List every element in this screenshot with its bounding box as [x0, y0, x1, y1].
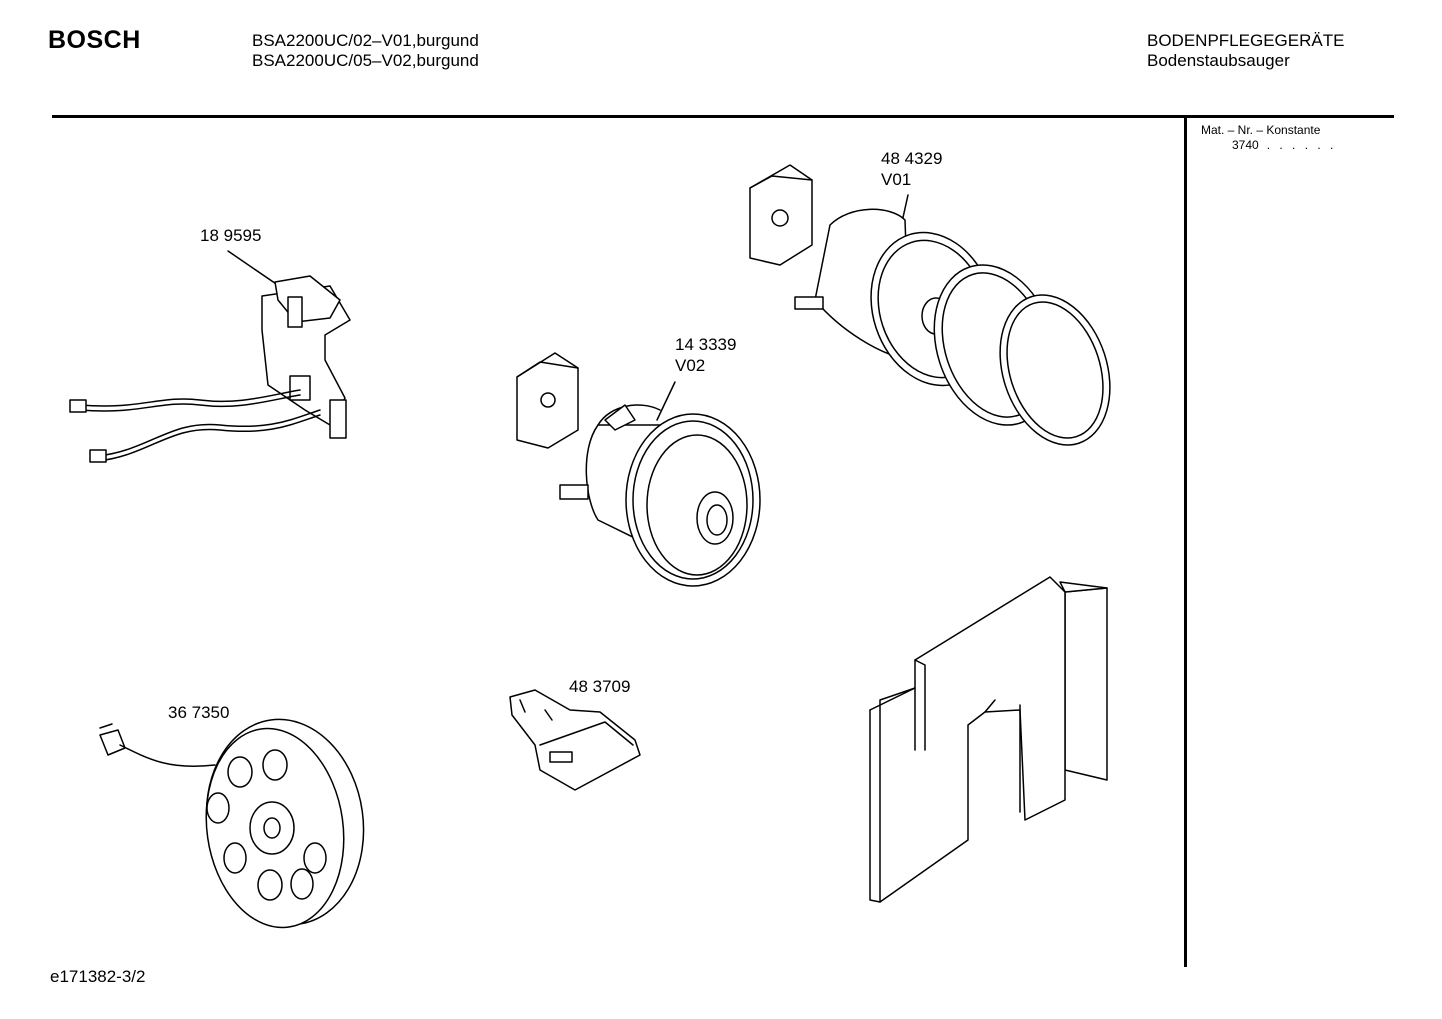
- callout-36-7350: 36 7350: [168, 703, 229, 722]
- part-number-label: 18 9595: [200, 226, 261, 245]
- part-bracket[interactable]: [509, 689, 641, 791]
- part-number-label: 36 7350: [168, 703, 229, 722]
- part-number-label: 14 3339: [675, 335, 736, 354]
- part-motor-v02[interactable]: [516, 352, 761, 587]
- callout-48-4329: 48 4329 V01: [881, 149, 942, 189]
- category-block: BODENPFLEGEGERÄTE Bodenstaubsauger: [1147, 31, 1344, 71]
- mat-number-label: Mat. – Nr. – Konstante: [1201, 123, 1321, 137]
- part-motor-v01[interactable]: [749, 164, 1128, 459]
- part-switch-board[interactable]: [69, 250, 351, 463]
- sidebar-divider: [1184, 115, 1187, 967]
- mat-value-dots: . . . . . .: [1266, 138, 1337, 152]
- callout-14-3339: 14 3339 V02: [675, 335, 736, 375]
- part-number-label: 48 4329: [881, 149, 942, 168]
- callout-48-3709: 48 3709: [569, 677, 630, 696]
- header-divider: [52, 115, 1394, 118]
- part-variant-label: V01: [881, 170, 911, 189]
- callout-18-9595: 18 9595: [200, 226, 261, 245]
- category-subtitle: Bodenstaubsauger: [1147, 51, 1290, 70]
- document-id: e171382-3/2: [50, 967, 146, 986]
- part-variant-label: V02: [675, 356, 705, 375]
- brand-logo: BOSCH: [48, 26, 141, 54]
- part-number-label: 48 3709: [569, 677, 630, 696]
- mat-value-number: 3740: [1232, 138, 1259, 152]
- model-line-2: BSA2200UC/05–V02,burgund: [252, 51, 479, 70]
- category-title: BODENPFLEGEGERÄTE: [1147, 31, 1345, 50]
- model-list: BSA2200UC/02–V01,burgund BSA2200UC/05–V0…: [252, 31, 479, 71]
- part-cord-reel[interactable]: [99, 709, 377, 936]
- mat-number-value: 3740 . . . . . .: [1232, 138, 1336, 152]
- part-panel[interactable]: [869, 576, 1108, 903]
- model-line-1: BSA2200UC/02–V01,burgund: [252, 31, 479, 50]
